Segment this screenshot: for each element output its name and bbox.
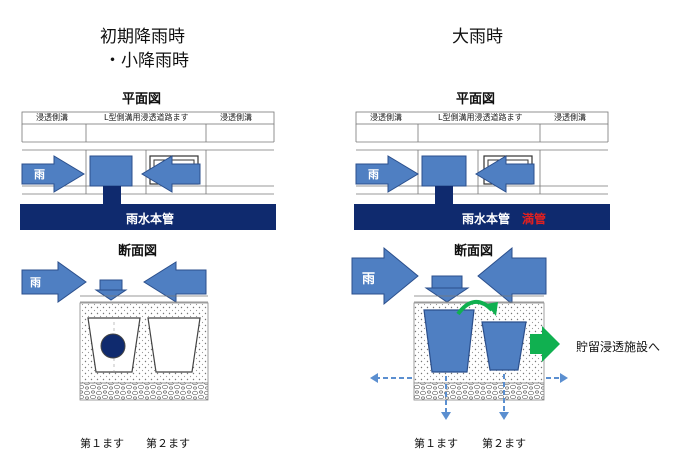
right-section-view bbox=[351, 246, 568, 420]
left-plan-rain-label: 雨 bbox=[34, 168, 45, 181]
left-plan-view bbox=[21, 111, 275, 208]
right-basin2-label: 第２ます bbox=[482, 437, 526, 450]
outflow-label: 貯留浸透施設へ bbox=[576, 340, 661, 354]
left-section-view bbox=[21, 261, 209, 401]
left-plan-label: 平面図 bbox=[122, 92, 162, 107]
right-pipe-label: 雨水本管 bbox=[462, 212, 511, 226]
right-column-3: 浸透側溝 bbox=[554, 113, 586, 122]
right-column-1: 浸透側溝 bbox=[370, 113, 402, 122]
right-plan-rain-label: 雨 bbox=[368, 168, 379, 181]
left-basin2-label: 第２ます bbox=[146, 437, 190, 450]
left-pipe-label: 雨水本管 bbox=[126, 212, 175, 226]
left-title-line2: ・小降雨時 bbox=[104, 51, 189, 71]
right-basin1-label: 第１ます bbox=[414, 437, 458, 450]
left-section-rain-label: 雨 bbox=[30, 276, 41, 289]
right-plan-label: 平面図 bbox=[456, 92, 496, 107]
right-pipe-status: 満管 bbox=[522, 212, 547, 226]
left-basin1-label: 第１ます bbox=[80, 437, 124, 450]
right-section-rain-label: 雨 bbox=[362, 272, 376, 287]
left-main-pipe bbox=[20, 204, 276, 230]
right-main-pipe bbox=[354, 204, 610, 230]
left-title-line1: 初期降雨時 bbox=[100, 27, 185, 47]
right-column-2: L型側溝用浸透道路ます bbox=[438, 113, 523, 122]
left-column-3: 浸透側溝 bbox=[220, 113, 252, 122]
right-section-label: 断面図 bbox=[454, 244, 494, 259]
right-title: 大雨時 bbox=[452, 27, 503, 47]
left-section-label: 断面図 bbox=[118, 244, 158, 259]
left-column-1: 浸透側溝 bbox=[36, 113, 68, 122]
left-column-2: L型側溝用浸透道路ます bbox=[104, 113, 189, 122]
right-plan-view bbox=[355, 111, 609, 208]
